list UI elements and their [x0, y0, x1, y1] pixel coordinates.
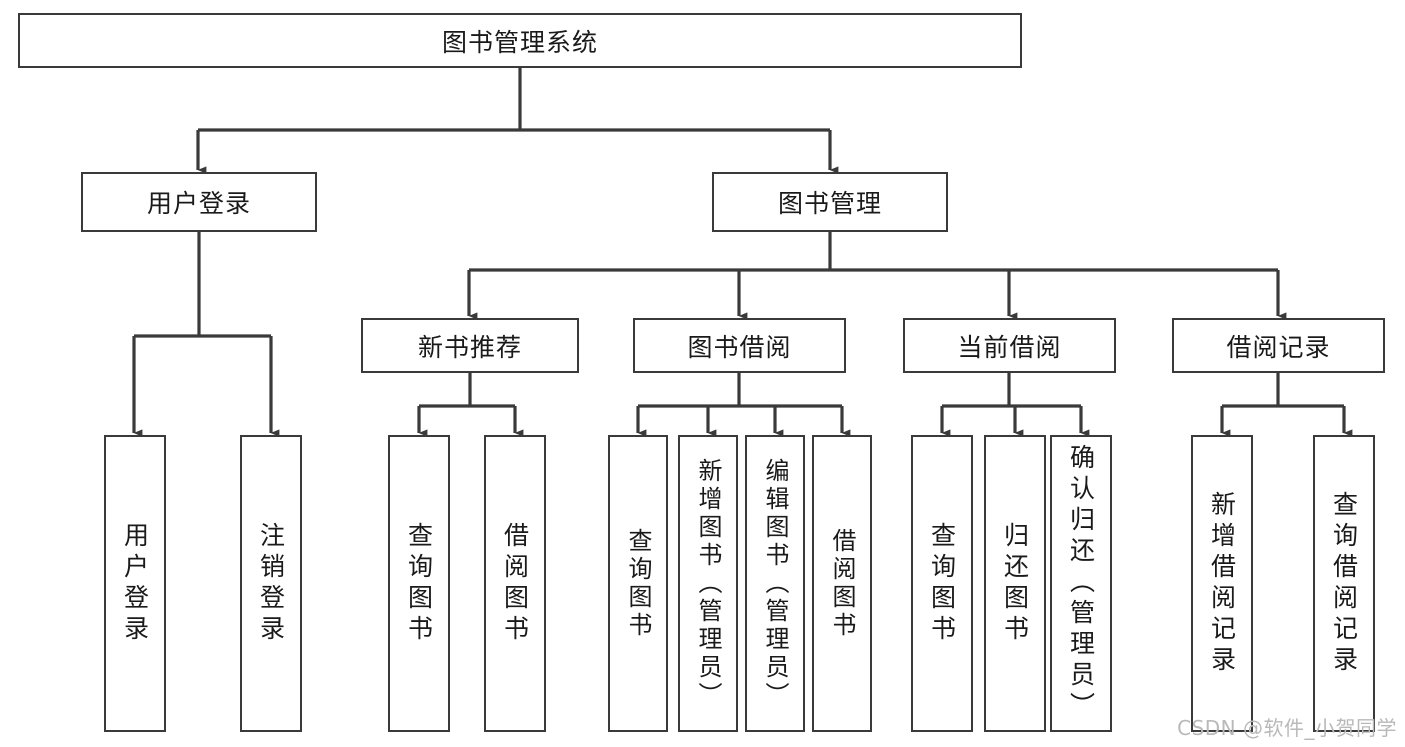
node-borrow-record[interactable]: 借阅记录 — [1172, 318, 1385, 373]
node-label: 当前借阅 — [957, 332, 1062, 362]
node-label: 图书管理 — [777, 189, 882, 218]
node-leaf-add-rec[interactable]: 新增借阅记录 — [1191, 435, 1253, 732]
node-leaf-user-login[interactable]: 用户登录 — [104, 435, 166, 732]
node-leaf-add-book[interactable]: 新增图书（管理员） — [678, 435, 738, 732]
node-label: 查询图书 — [624, 527, 652, 640]
connector-lines — [132, 68, 1353, 437]
node-leaf-query-rec[interactable]: 查询借阅记录 — [1313, 435, 1375, 732]
node-leaf-borrow-1[interactable]: 借阅图书 — [484, 435, 546, 732]
node-label: 查询图书 — [927, 521, 957, 646]
node-user-login[interactable]: 用户登录 — [81, 172, 317, 232]
node-label: 查询借阅记录 — [1329, 490, 1359, 677]
node-current-borrow[interactable]: 当前借阅 — [903, 318, 1116, 373]
node-book-borrow[interactable]: 图书借阅 — [633, 318, 846, 373]
node-label: 借阅图书 — [500, 521, 530, 646]
node-label: 新书推荐 — [417, 332, 522, 362]
node-leaf-query-2[interactable]: 查询图书 — [608, 435, 668, 732]
node-label: 查询图书 — [404, 521, 434, 646]
node-label: 编辑图书（管理员） — [761, 457, 789, 710]
node-root[interactable]: 图书管理系统 — [18, 13, 1022, 68]
node-label: 借阅图书 — [828, 527, 856, 640]
csdn-watermark: CSDN @软件_小贺同学 — [1177, 716, 1397, 740]
node-label: 归还图书 — [1000, 521, 1030, 646]
node-leaf-query-1[interactable]: 查询图书 — [388, 435, 450, 732]
node-label: 用户登录 — [146, 189, 251, 218]
node-label: 注销登录 — [256, 521, 286, 646]
node-label: 用户登录 — [120, 521, 150, 646]
node-leaf-return[interactable]: 归还图书 — [984, 435, 1046, 732]
node-new-book-rec[interactable]: 新书推荐 — [361, 318, 579, 373]
node-leaf-query-3[interactable]: 查询图书 — [911, 435, 973, 732]
node-label: 确认归还（管理员） — [1066, 444, 1096, 723]
node-label: 图书借阅 — [687, 332, 792, 362]
node-label: 借阅记录 — [1226, 332, 1331, 362]
node-leaf-edit-book[interactable]: 编辑图书（管理员） — [745, 435, 805, 732]
node-label: 新增借阅记录 — [1207, 490, 1237, 677]
node-book-manage[interactable]: 图书管理 — [712, 172, 948, 232]
node-label: 图书管理系统 — [441, 27, 598, 57]
node-leaf-confirm[interactable]: 确认归还（管理员） — [1050, 435, 1112, 732]
node-label: 新增图书（管理员） — [694, 457, 722, 710]
node-leaf-borrow-2[interactable]: 借阅图书 — [812, 435, 872, 732]
node-leaf-logout[interactable]: 注销登录 — [240, 435, 302, 732]
